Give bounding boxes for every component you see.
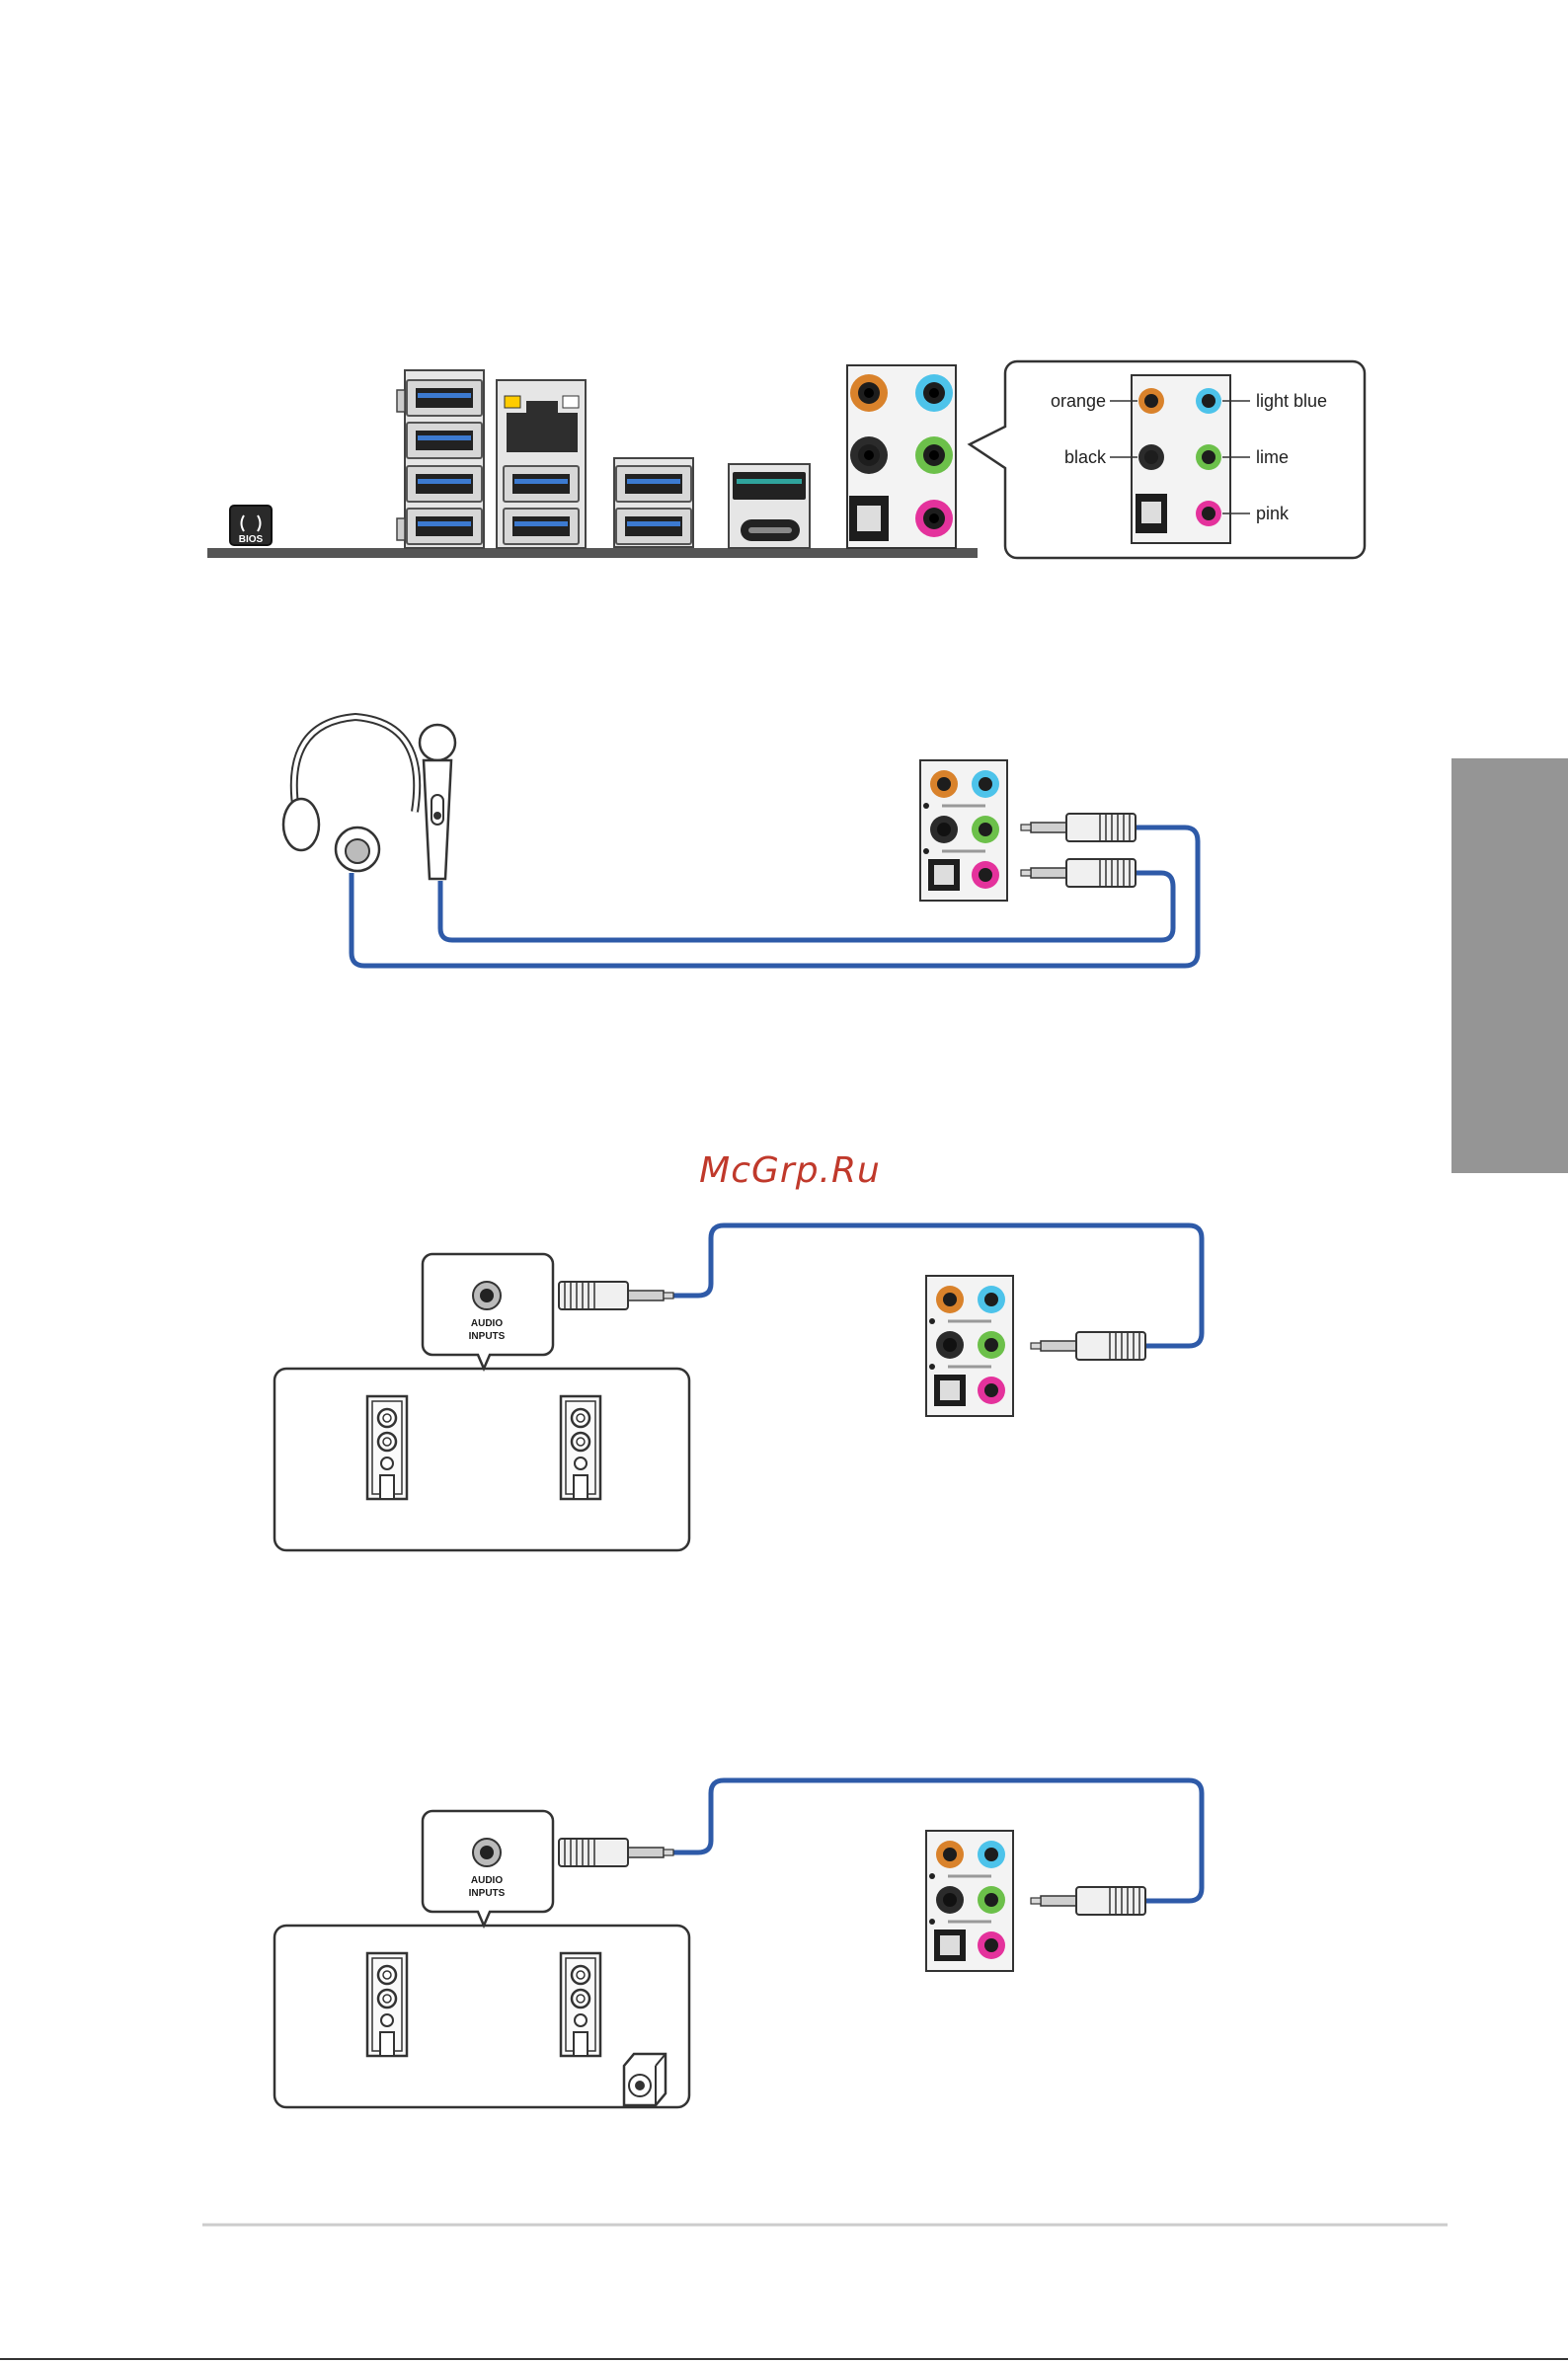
headphone-icon: [283, 717, 417, 871]
usb-stack-left: [397, 370, 484, 548]
usb-typec-stack: [729, 464, 810, 548]
microphone-icon: [420, 725, 455, 879]
audio-ports-panel: [847, 365, 956, 548]
audio-inputs-line1-b: AUDIO: [471, 1875, 503, 1886]
legend-light-blue: light blue: [1256, 391, 1327, 411]
audio-inputs-line2-b: INPUTS: [469, 1888, 506, 1899]
bios-flashback-button: BIOS: [230, 506, 272, 545]
speaker-left-icon-2: [367, 1953, 407, 2056]
speaker-right-icon-2: [561, 1953, 600, 2056]
speakers-subwoofer-diagram: AUDIO INPUTS: [274, 1780, 1202, 2107]
lan-usb-stack: [497, 380, 586, 548]
stereo-speakers-diagram: AUDIO INPUTS: [274, 1225, 1202, 1550]
audio-legend-callout: orange light blue black lime pink: [970, 361, 1365, 558]
legend-lime: lime: [1256, 447, 1289, 467]
speaker-right-icon: [561, 1396, 600, 1499]
audio-inputs-line2: INPUTS: [469, 1331, 506, 1342]
rear-io-panel: BIOS: [207, 361, 1365, 558]
audio-inputs-line1: AUDIO: [471, 1318, 503, 1329]
audio-input-jack-icon: [473, 1282, 501, 1309]
headphone-mic-diagram: [283, 717, 1198, 966]
legend-pink: pink: [1256, 504, 1290, 523]
legend-orange: orange: [1051, 391, 1106, 411]
subwoofer-icon: [624, 2054, 666, 2105]
legend-black: black: [1064, 447, 1107, 467]
bios-label: BIOS: [239, 534, 264, 545]
audio-input-jack-icon-2: [473, 1839, 501, 1866]
speaker-left-icon: [367, 1396, 407, 1499]
usb-stack-middle: [614, 458, 693, 547]
